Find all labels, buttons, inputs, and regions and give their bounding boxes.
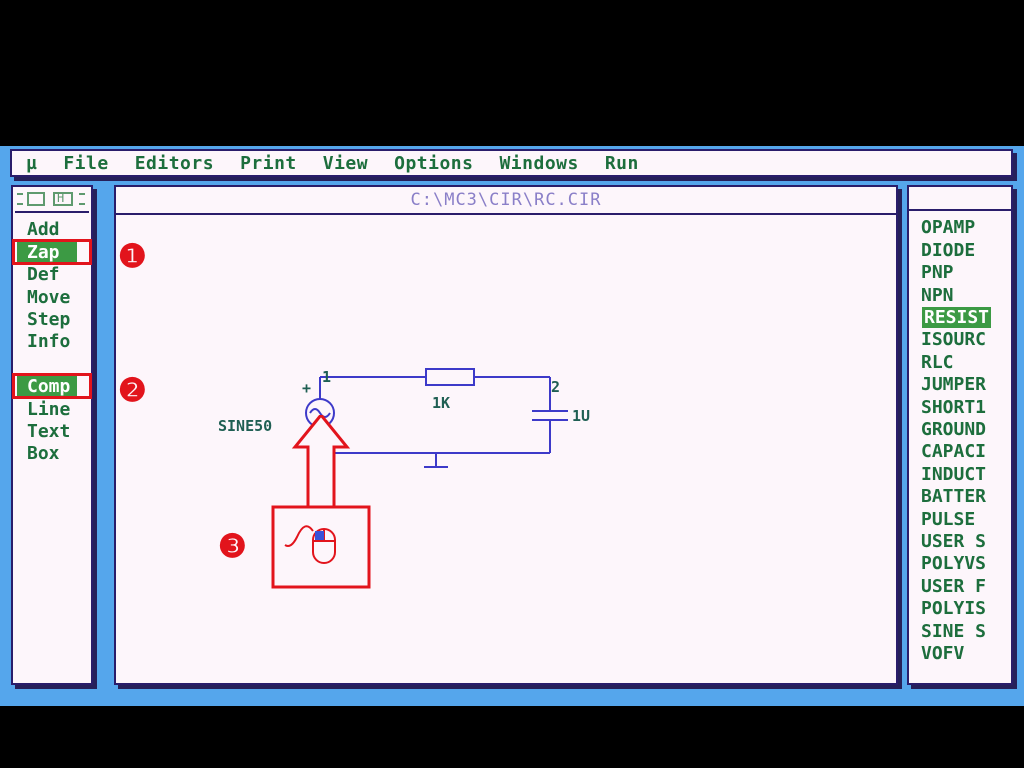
capacitor-label: 1U	[572, 407, 591, 425]
component-ground[interactable]: GROUND	[921, 419, 987, 440]
left-mouse-button	[315, 531, 324, 540]
component-opamp[interactable]: OPAMP	[921, 217, 976, 238]
component-induct[interactable]: INDUCT	[921, 464, 987, 485]
app-screen: µ File Editors Print View Options Window…	[0, 146, 1024, 706]
source-label: SINE50	[218, 417, 273, 435]
mode-move[interactable]: Move	[27, 287, 71, 308]
mode-zap[interactable]: Zap	[17, 242, 77, 263]
node-1-label: 1	[322, 368, 332, 386]
component-polyis[interactable]: POLYIS	[921, 598, 987, 619]
menu-logo[interactable]: µ	[26, 152, 38, 174]
mouse-callout-box	[271, 505, 371, 589]
resistor-label: 1K	[432, 394, 451, 412]
component-pulse[interactable]: PULSE	[921, 509, 976, 530]
menu-file[interactable]: File	[63, 152, 109, 174]
callout-3: ❸	[218, 527, 247, 565]
component-short1[interactable]: SHORT1	[921, 397, 987, 418]
menu-lines-icon[interactable]	[79, 193, 85, 205]
mode-info[interactable]: Info	[27, 331, 71, 352]
component-panel: OPAMP DIODE PNP NPN RESIST ISOURC RLC JU…	[907, 185, 1013, 685]
menu-options[interactable]: Options	[394, 152, 474, 174]
menu-editors[interactable]: Editors	[134, 152, 215, 174]
mode-comp[interactable]: Comp	[17, 376, 77, 397]
menu-run[interactable]: Run	[604, 152, 639, 174]
maximize-icon[interactable]	[27, 192, 45, 206]
component-rlc[interactable]: RLC	[921, 352, 954, 373]
zap-highlight-box	[12, 239, 92, 265]
callout-1: ❶	[118, 237, 147, 275]
component-sine-s[interactable]: SINE S	[921, 621, 987, 642]
mode-add[interactable]: Add	[27, 219, 60, 240]
window-controls: H	[15, 189, 89, 213]
menu-print[interactable]: Print	[240, 152, 297, 174]
component-panel-header	[909, 187, 1011, 211]
window-title: C:\MC3\CIR\RC.CIR	[116, 187, 896, 215]
component-resist[interactable]: RESIST	[922, 307, 992, 328]
mode-panel: H Add Zap Def Move Step Info Comp Line T…	[11, 185, 93, 685]
component-jumper[interactable]: JUMPER	[921, 374, 987, 395]
component-diode[interactable]: DIODE	[921, 240, 976, 261]
menu-view[interactable]: View	[322, 152, 369, 174]
component-npn[interactable]: NPN	[921, 285, 954, 306]
source-plus: +	[302, 379, 312, 397]
callout-2: ❷	[118, 371, 147, 409]
component-user-f[interactable]: USER F	[921, 576, 987, 597]
menu-bar: µ File Editors Print View Options Window…	[10, 149, 1013, 177]
component-user-s[interactable]: USER S	[921, 531, 987, 552]
sine-wave-symbol	[309, 408, 331, 418]
mode-box[interactable]: Box	[27, 443, 60, 464]
mode-step[interactable]: Step	[27, 309, 71, 330]
resistor	[425, 368, 475, 386]
component-batter[interactable]: BATTER	[921, 486, 987, 507]
component-pnp[interactable]: PNP	[921, 262, 954, 283]
up-arrow-icon	[291, 415, 351, 509]
component-vofv[interactable]: VOFV	[921, 643, 965, 664]
menu-windows[interactable]: Windows	[499, 152, 579, 174]
node-2-label: 2	[551, 378, 561, 396]
mode-text[interactable]: Text	[27, 421, 71, 442]
component-capaci[interactable]: CAPACI	[921, 441, 987, 462]
pointer-callout	[271, 415, 371, 589]
help-icon[interactable]: H	[53, 191, 73, 206]
component-isourc[interactable]: ISOURC	[921, 329, 987, 350]
comp-highlight-box	[12, 373, 92, 399]
component-polyvs[interactable]: POLYVS	[921, 553, 987, 574]
mode-line[interactable]: Line	[27, 399, 71, 420]
menu-lines-icon[interactable]	[17, 193, 23, 205]
schematic-window[interactable]: C:\MC3\CIR\RC.CIR + 1 2 1K	[114, 185, 898, 685]
circuit-schematic[interactable]	[116, 215, 896, 685]
mode-def[interactable]: Def	[27, 264, 60, 285]
